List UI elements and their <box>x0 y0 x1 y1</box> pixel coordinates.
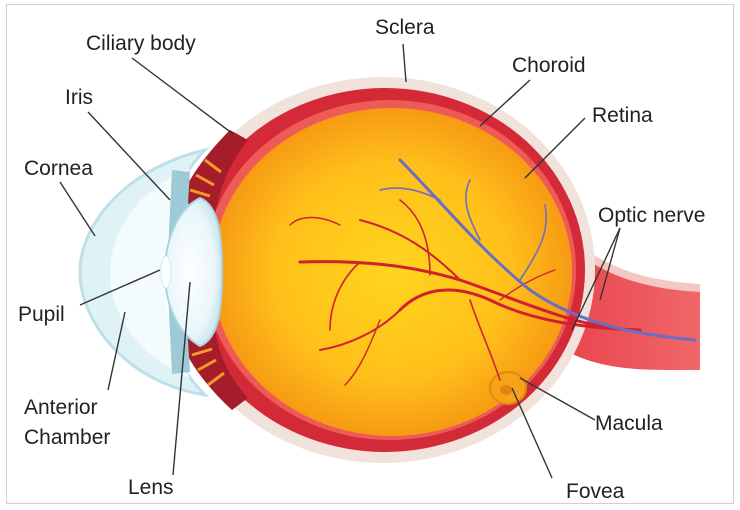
label-choroid: Choroid <box>512 54 586 77</box>
label-cornea: Cornea <box>24 157 93 180</box>
label-ciliary-body: Ciliary body <box>86 32 196 55</box>
label-pupil: Pupil <box>18 303 65 326</box>
label-fovea: Fovea <box>566 480 625 503</box>
label-macula: Macula <box>595 412 663 435</box>
label-anterior: Anterior <box>24 396 98 419</box>
label-optic-nerve: Optic nerve <box>598 204 705 227</box>
label-sclera: Sclera <box>375 16 435 39</box>
label-retina: Retina <box>592 104 653 127</box>
label-iris: Iris <box>65 86 93 109</box>
fovea <box>500 385 512 395</box>
label-chamber: Chamber <box>24 426 110 449</box>
pupil <box>161 256 171 288</box>
label-lens: Lens <box>128 476 174 499</box>
